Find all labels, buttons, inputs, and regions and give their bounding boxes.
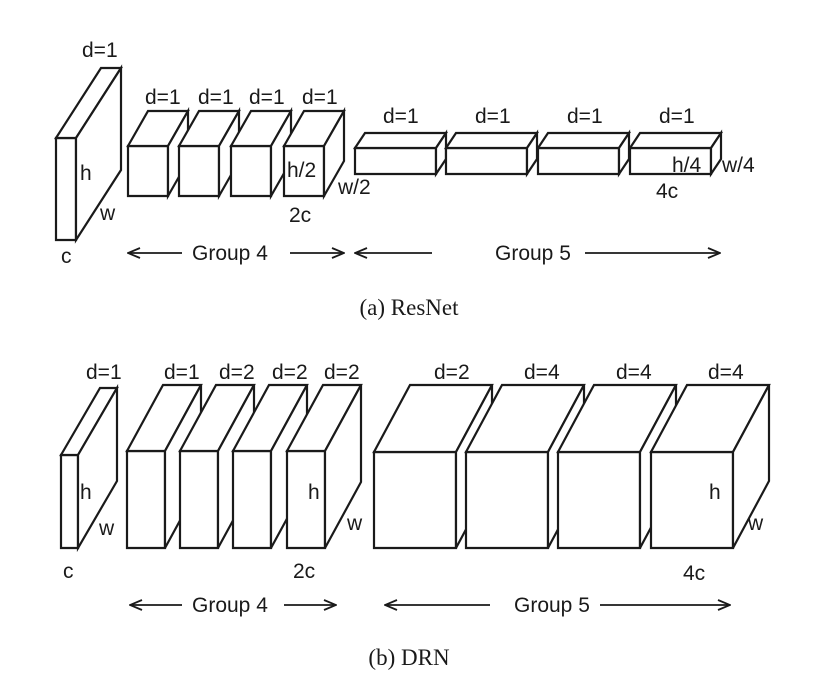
resnet-group5-d-3: d=1 [567,105,603,128]
drn-group5-w: w [747,512,764,535]
drn-group4-label: Group 4 [192,594,268,617]
drn-group5-block-4 [649,383,771,550]
drn-group4-d-3: d=2 [272,361,308,384]
resnet-group4-block-3 [229,106,293,201]
resnet-group4-label: Group 4 [192,242,268,265]
drn-caption: (b) DRN [368,645,450,670]
resnet-input-w: w [99,202,116,225]
resnet-caption: (a) ResNet [360,295,460,320]
resnet-group5-d-1: d=1 [383,105,419,128]
drn-input-d: d=1 [86,361,122,384]
resnet-group4-d-1: d=1 [145,86,181,109]
resnet-group5-block-2 [443,129,540,178]
resnet-input-d: d=1 [82,39,118,62]
resnet-input-block [53,64,124,244]
drn-input-w: w [98,517,115,540]
drn-group5-c: 4c [683,562,705,585]
drn-group4-d-4: d=2 [324,361,360,384]
resnet-group5-block-3 [535,129,632,178]
resnet-group4-d-3: d=1 [249,86,285,109]
resnet-group5-c: 4c [656,180,678,203]
resnet-group4-d-4: d=1 [302,86,338,109]
drn-group4-w: w [346,512,363,535]
drn-group4-d-1: d=1 [164,361,200,384]
resnet-group5-w: w/4 [721,154,755,177]
drn-input-c: c [63,560,74,583]
drn-input-block [59,383,119,553]
drn-group5-h: h [709,481,721,504]
resnet-group5-h: h/4 [672,154,702,177]
resnet-group5-d-2: d=1 [475,105,511,128]
resnet-group4-w: w/2 [337,176,371,199]
resnet-group4-c: 2c [289,204,311,227]
drn-group5-d-3: d=4 [616,361,652,384]
drn-group4-c: 2c [293,560,315,583]
resnet-input-c: c [61,245,72,268]
resnet-input-h: h [80,162,92,185]
drn-group5-d-4: d=4 [708,361,744,384]
resnet-diagram: d=1 h w c d=1 d=1 d=1 d=1 h/2 w/2 [53,39,755,320]
resnet-group5-d-4: d=1 [659,105,695,128]
resnet-group5-block-1 [352,129,449,178]
drn-group5-label: Group 5 [514,594,590,617]
resnet-group4-d-2: d=1 [198,86,234,109]
drn-group4-h: h [308,481,320,504]
drn-input-h: h [80,481,92,504]
drn-group5-d-1: d=2 [434,361,470,384]
resnet-group4-block-2 [177,106,241,201]
resnet-group4-block-4 [282,106,346,201]
resnet-group5-block-4 [627,129,724,178]
drn-group4-block-4 [285,383,363,550]
drn-group4-d-2: d=2 [219,361,255,384]
drn-group5-d-2: d=4 [524,361,560,384]
resnet-group4-h: h/2 [287,159,316,182]
drn-diagram: d=1 h w c d=1 d=2 d=2 d=2 h w [59,361,771,670]
resnet-group5-label: Group 5 [495,242,571,265]
